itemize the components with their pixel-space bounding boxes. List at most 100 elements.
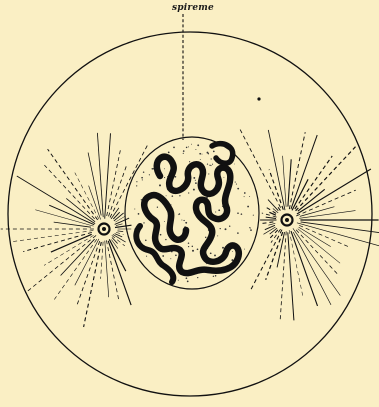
stipple-dot xyxy=(209,165,210,166)
stipple-dot xyxy=(197,277,198,278)
stipple-dot xyxy=(197,248,199,250)
cytoplasm-granule xyxy=(257,97,260,100)
stipple-dot xyxy=(244,196,245,197)
stipple-dot xyxy=(223,177,224,178)
stipple-dot xyxy=(162,255,164,257)
stipple-dot xyxy=(179,213,181,215)
stipple-dot xyxy=(210,252,212,254)
stipple-dot xyxy=(202,154,203,155)
stipple-dot xyxy=(195,149,196,150)
aster-ray xyxy=(75,173,99,220)
stipple-dot xyxy=(183,220,184,221)
spireme-thread-loop xyxy=(212,144,233,164)
stipple-dot xyxy=(195,182,197,184)
stipple-dot xyxy=(250,229,252,231)
stipple-dot xyxy=(215,275,217,277)
aster-ray xyxy=(112,238,118,244)
stipple-dot xyxy=(235,182,236,183)
stipple-dot xyxy=(164,177,165,178)
stipple-dot xyxy=(225,228,227,230)
stipple-dot xyxy=(192,250,194,252)
stipple-dot xyxy=(134,209,135,210)
stipple-dot xyxy=(195,180,196,181)
stipple-dot xyxy=(236,184,237,185)
stipple-dot xyxy=(160,234,162,236)
stipple-dot xyxy=(164,168,165,169)
aster-ray xyxy=(268,223,275,225)
stipple-dot xyxy=(208,173,209,174)
stipple-dot xyxy=(168,152,170,154)
stipple-dot xyxy=(237,212,239,214)
stipple-dot xyxy=(237,188,239,190)
stipple-dot xyxy=(178,280,179,281)
stipple-dot xyxy=(193,177,195,179)
stipple-dot xyxy=(157,207,158,208)
stipple-dot xyxy=(232,251,233,252)
stipple-dot xyxy=(200,159,201,160)
aster-ray xyxy=(289,132,305,209)
stipple-dot xyxy=(218,209,220,211)
left-centrosome xyxy=(99,224,110,235)
stipple-dot xyxy=(191,144,192,145)
spireme-label: spireme xyxy=(172,3,214,13)
aster-ray xyxy=(66,198,95,221)
stipple-dot xyxy=(186,277,188,279)
aster-ray xyxy=(84,242,102,327)
aster-ray xyxy=(296,147,356,211)
aster-ray xyxy=(115,216,125,222)
stipple-dot xyxy=(149,174,150,175)
stipple-dot xyxy=(175,254,177,256)
stipple-dot xyxy=(175,176,177,178)
stipple-dot xyxy=(187,281,189,283)
stipple-dot xyxy=(181,220,182,221)
stipple-dot xyxy=(213,151,215,153)
stipple-dot xyxy=(244,192,246,194)
stipple-dot xyxy=(183,150,185,152)
cell-membrane xyxy=(8,32,372,396)
aster-ray xyxy=(280,231,286,319)
stipple-dot xyxy=(141,177,143,179)
stipple-dot xyxy=(205,237,206,238)
stipple-dot xyxy=(250,228,251,229)
aster-ray xyxy=(262,222,273,224)
stipple-dot xyxy=(193,189,195,191)
right-centrosome xyxy=(282,215,293,226)
stipple-dot xyxy=(253,215,254,216)
stipple-dot xyxy=(215,211,216,212)
aster-ray xyxy=(116,224,123,226)
aster-ray xyxy=(288,159,291,206)
stipple-dot xyxy=(237,232,239,234)
stipple-dot xyxy=(143,171,144,172)
aster-ray xyxy=(297,169,371,214)
stipple-dot xyxy=(173,147,175,149)
aster-ray xyxy=(51,234,92,252)
stipple-dot xyxy=(197,144,199,146)
stipple-dot xyxy=(188,146,189,147)
stipple-dot xyxy=(188,246,189,247)
stipple-dot xyxy=(152,168,154,170)
stipple-dot xyxy=(138,213,140,215)
stipple-dot xyxy=(172,195,174,197)
aster-ray xyxy=(296,230,337,274)
nucleus xyxy=(125,137,259,289)
stipple-dot xyxy=(136,181,137,182)
stipple-dot xyxy=(213,276,214,277)
aster-ray xyxy=(49,205,94,225)
stipple-dot xyxy=(159,184,161,186)
stipple-dot xyxy=(186,147,188,149)
stipple-dot xyxy=(211,158,212,159)
stipple-dot xyxy=(165,239,166,240)
stipple-dot xyxy=(188,242,189,243)
aster-ray xyxy=(288,232,294,320)
stipple-dot xyxy=(164,221,165,222)
aster-ray xyxy=(75,239,99,285)
aster-ray xyxy=(266,217,276,218)
stipple-dot xyxy=(229,226,230,227)
stipple-dot xyxy=(188,192,189,193)
stipple-dot xyxy=(178,214,179,215)
stipple-dot xyxy=(170,258,171,259)
aster-ray xyxy=(118,231,124,232)
stipple-dot xyxy=(220,228,221,229)
stipple-dot xyxy=(179,195,180,196)
